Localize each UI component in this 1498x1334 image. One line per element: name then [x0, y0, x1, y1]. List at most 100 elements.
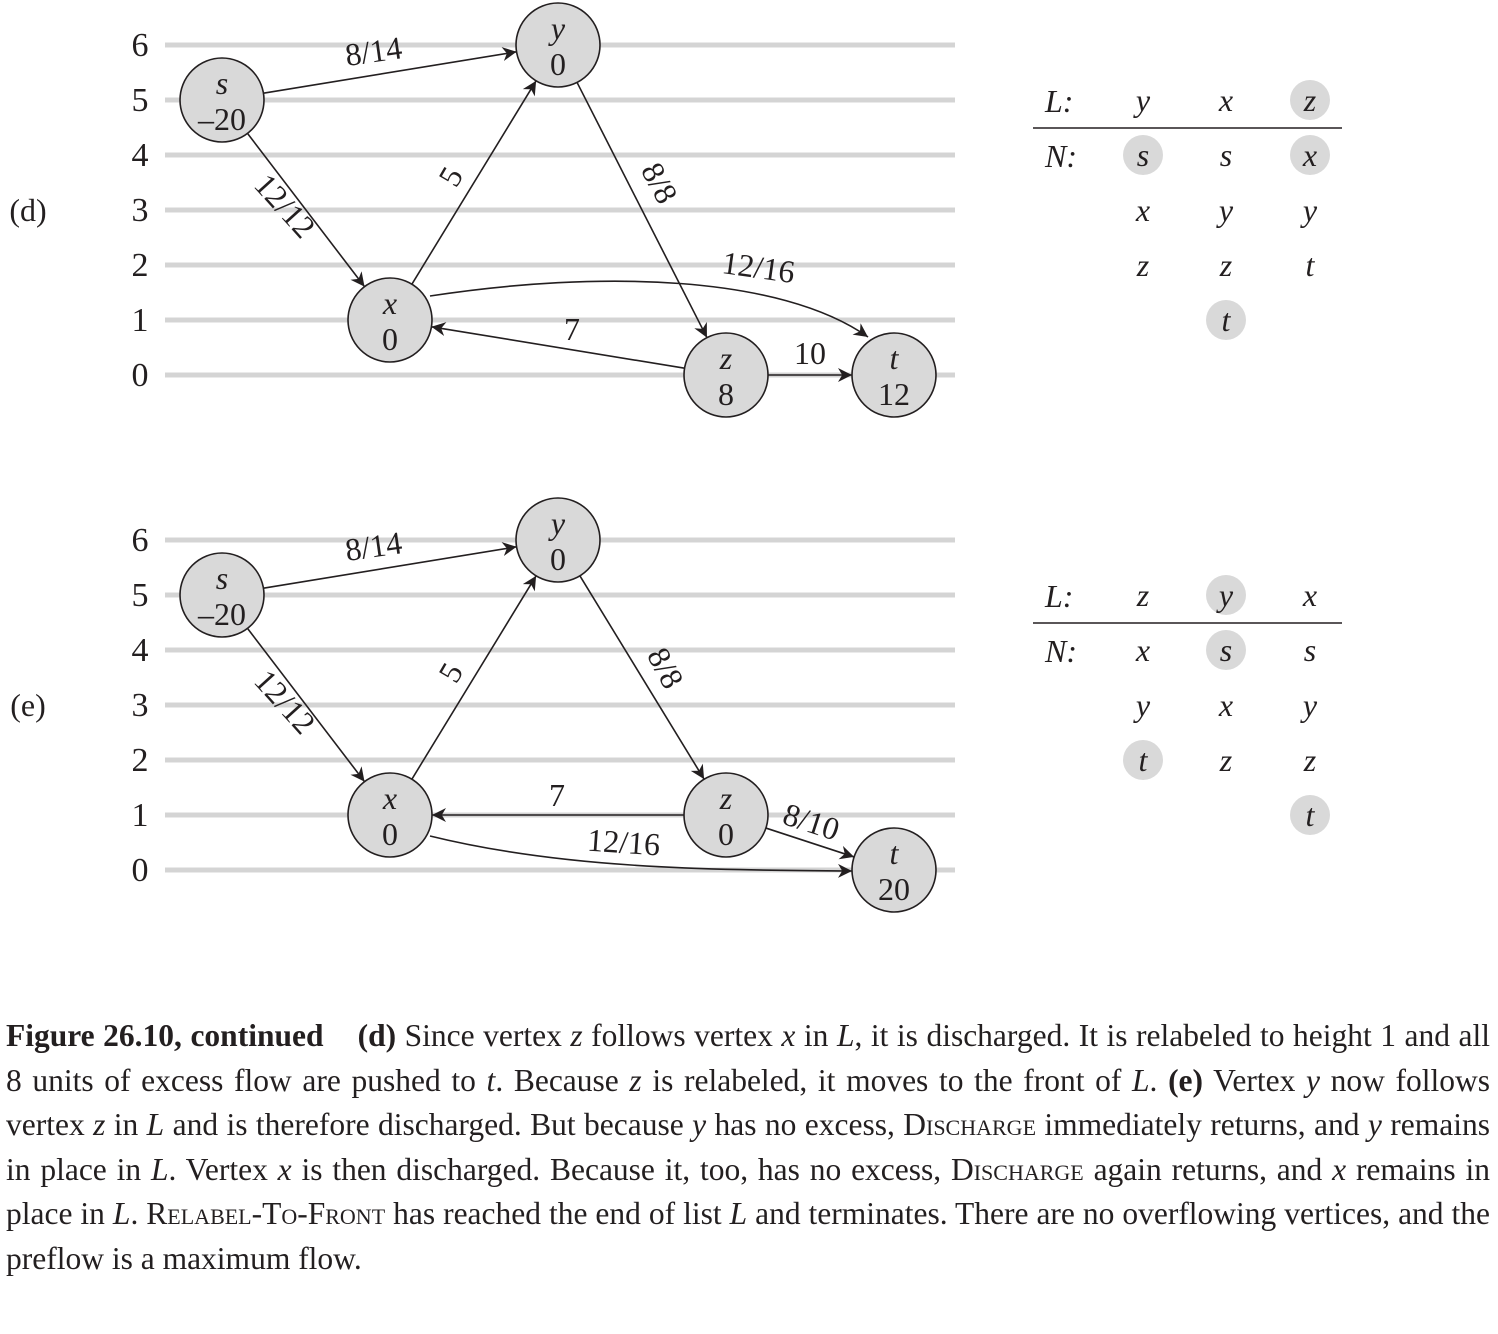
caption-text: . Because — [495, 1062, 630, 1098]
edge-x-y — [411, 80, 537, 285]
height-tick-label: 6 — [132, 522, 149, 559]
current-neighbor-highlight — [1123, 740, 1163, 780]
caption-text: has no excess, — [706, 1107, 904, 1142]
edge-z-x — [431, 322, 685, 370]
neighbor-entry: s — [1220, 632, 1232, 668]
neighbor-entry: z — [1136, 247, 1150, 283]
list-vertex: x — [1302, 577, 1317, 613]
vertex-excess: 12 — [878, 376, 910, 412]
current-vertex-highlight — [1206, 575, 1246, 615]
caption-text: is then discharged. Because it, too, has… — [291, 1151, 951, 1187]
neighbor-entry: z — [1219, 247, 1233, 283]
vertex-circle — [347, 277, 433, 363]
caption-var: L — [1132, 1062, 1150, 1098]
edge-x-t — [429, 280, 869, 338]
vertex-circle — [515, 497, 601, 583]
figure-caption: Figure 26.10, continued (d) Since vertex… — [6, 1014, 1490, 1281]
height-tick-label: 5 — [132, 82, 149, 119]
vertex-name: s — [216, 560, 228, 596]
list-vertex: x — [1218, 82, 1233, 118]
list-n-label: N: — [1044, 633, 1077, 669]
edge-label: 5 — [431, 161, 470, 193]
height-tick-label: 0 — [132, 357, 149, 394]
panel-label: (d) — [9, 192, 46, 228]
caption-text: . — [1149, 1062, 1169, 1098]
height-tick-label: 6 — [132, 27, 149, 64]
edge-s-y — [263, 47, 517, 95]
vertex-excess: 0 — [550, 541, 566, 577]
caption-text: follows vertex — [582, 1018, 782, 1053]
vertex-excess: 0 — [718, 816, 734, 852]
vertex-circle — [683, 332, 769, 418]
vertex-t: t12 — [851, 332, 937, 418]
caption-text: Since vertex — [396, 1018, 571, 1053]
edge-x-y — [411, 575, 537, 780]
height-tick-label: 2 — [132, 742, 149, 779]
height-tick-label: 4 — [132, 632, 149, 669]
caption-var: x — [781, 1018, 796, 1053]
caption-var: L — [146, 1107, 165, 1142]
edge-label: 8/14 — [343, 524, 404, 568]
caption-text: and is therefore discharged. But because — [164, 1107, 693, 1142]
vertex-name: x — [382, 285, 397, 321]
caption-text: . Vertex — [168, 1151, 278, 1187]
list-vertex: y — [1216, 577, 1234, 613]
neighbor-entry: s — [1304, 632, 1316, 668]
vertex-s: s–20 — [179, 57, 265, 143]
neighbor-entry: x — [1135, 632, 1150, 668]
current-neighbor-highlight — [1206, 630, 1246, 670]
caption-var: L — [729, 1196, 748, 1231]
caption-text: remains in place in — [6, 1151, 1490, 1232]
edge-y-z — [576, 82, 708, 338]
caption-text: Vertex — [1203, 1062, 1306, 1098]
caption-text: in — [795, 1018, 837, 1053]
vertex-name: z — [719, 780, 733, 816]
vertex-name: y — [548, 10, 566, 46]
height-tick-label: 2 — [132, 247, 149, 284]
caption-text: immediately returns, and — [1036, 1107, 1368, 1142]
list-n-label: N: — [1044, 138, 1077, 174]
vertex-circle — [347, 772, 433, 858]
caption-procedure-name: Discharge — [903, 1107, 1037, 1142]
edge-label: 12/12 — [247, 663, 323, 741]
caption-text: , it is discharged. It is relabeled to h… — [6, 1018, 1491, 1098]
caption-var: z — [629, 1062, 642, 1098]
neighbor-entry: y — [1300, 192, 1318, 228]
edge-label: 5 — [431, 657, 470, 689]
vertex-excess: 0 — [382, 816, 398, 852]
caption-text: remains in place in — [6, 1107, 1490, 1187]
neighbor-entry: t — [1139, 742, 1149, 778]
edge-s-y — [263, 542, 517, 590]
vertex-t: t20 — [851, 827, 937, 913]
height-tick-label: 0 — [132, 852, 149, 889]
edge-z-t — [765, 827, 855, 860]
vertex-z: z8 — [683, 332, 769, 418]
edge-label: 12/16 — [720, 244, 797, 290]
vertex-circle — [683, 772, 769, 858]
caption-d-label: (d) — [357, 1018, 397, 1053]
vertex-x: x0 — [347, 277, 433, 363]
list-l-label: L: — [1044, 83, 1073, 119]
neighbor-entry: x — [1135, 192, 1150, 228]
vertex-excess: 20 — [878, 871, 910, 907]
height-tick-label: 1 — [132, 302, 149, 339]
vertex-circle — [515, 2, 601, 88]
vertex-y: y0 — [515, 2, 601, 88]
neighbor-entry: t — [1222, 302, 1232, 338]
current-vertex-highlight — [1290, 80, 1330, 120]
edge-label: 8/14 — [343, 29, 404, 73]
vertex-y: y0 — [515, 497, 601, 583]
current-neighbor-highlight — [1290, 795, 1330, 835]
neighbor-entry: x — [1302, 137, 1317, 173]
caption-title: Figure 26.10, continued — [6, 1018, 324, 1053]
vertex-excess: 0 — [550, 46, 566, 82]
neighbor-entry: s — [1137, 137, 1149, 173]
caption-procedure-name: Discharge — [950, 1151, 1084, 1187]
vertex-circle — [179, 57, 265, 143]
caption-procedure-name: Relabel-To-Front — [146, 1196, 386, 1231]
edge-y-z — [579, 575, 705, 780]
vertex-x: x0 — [347, 772, 433, 858]
